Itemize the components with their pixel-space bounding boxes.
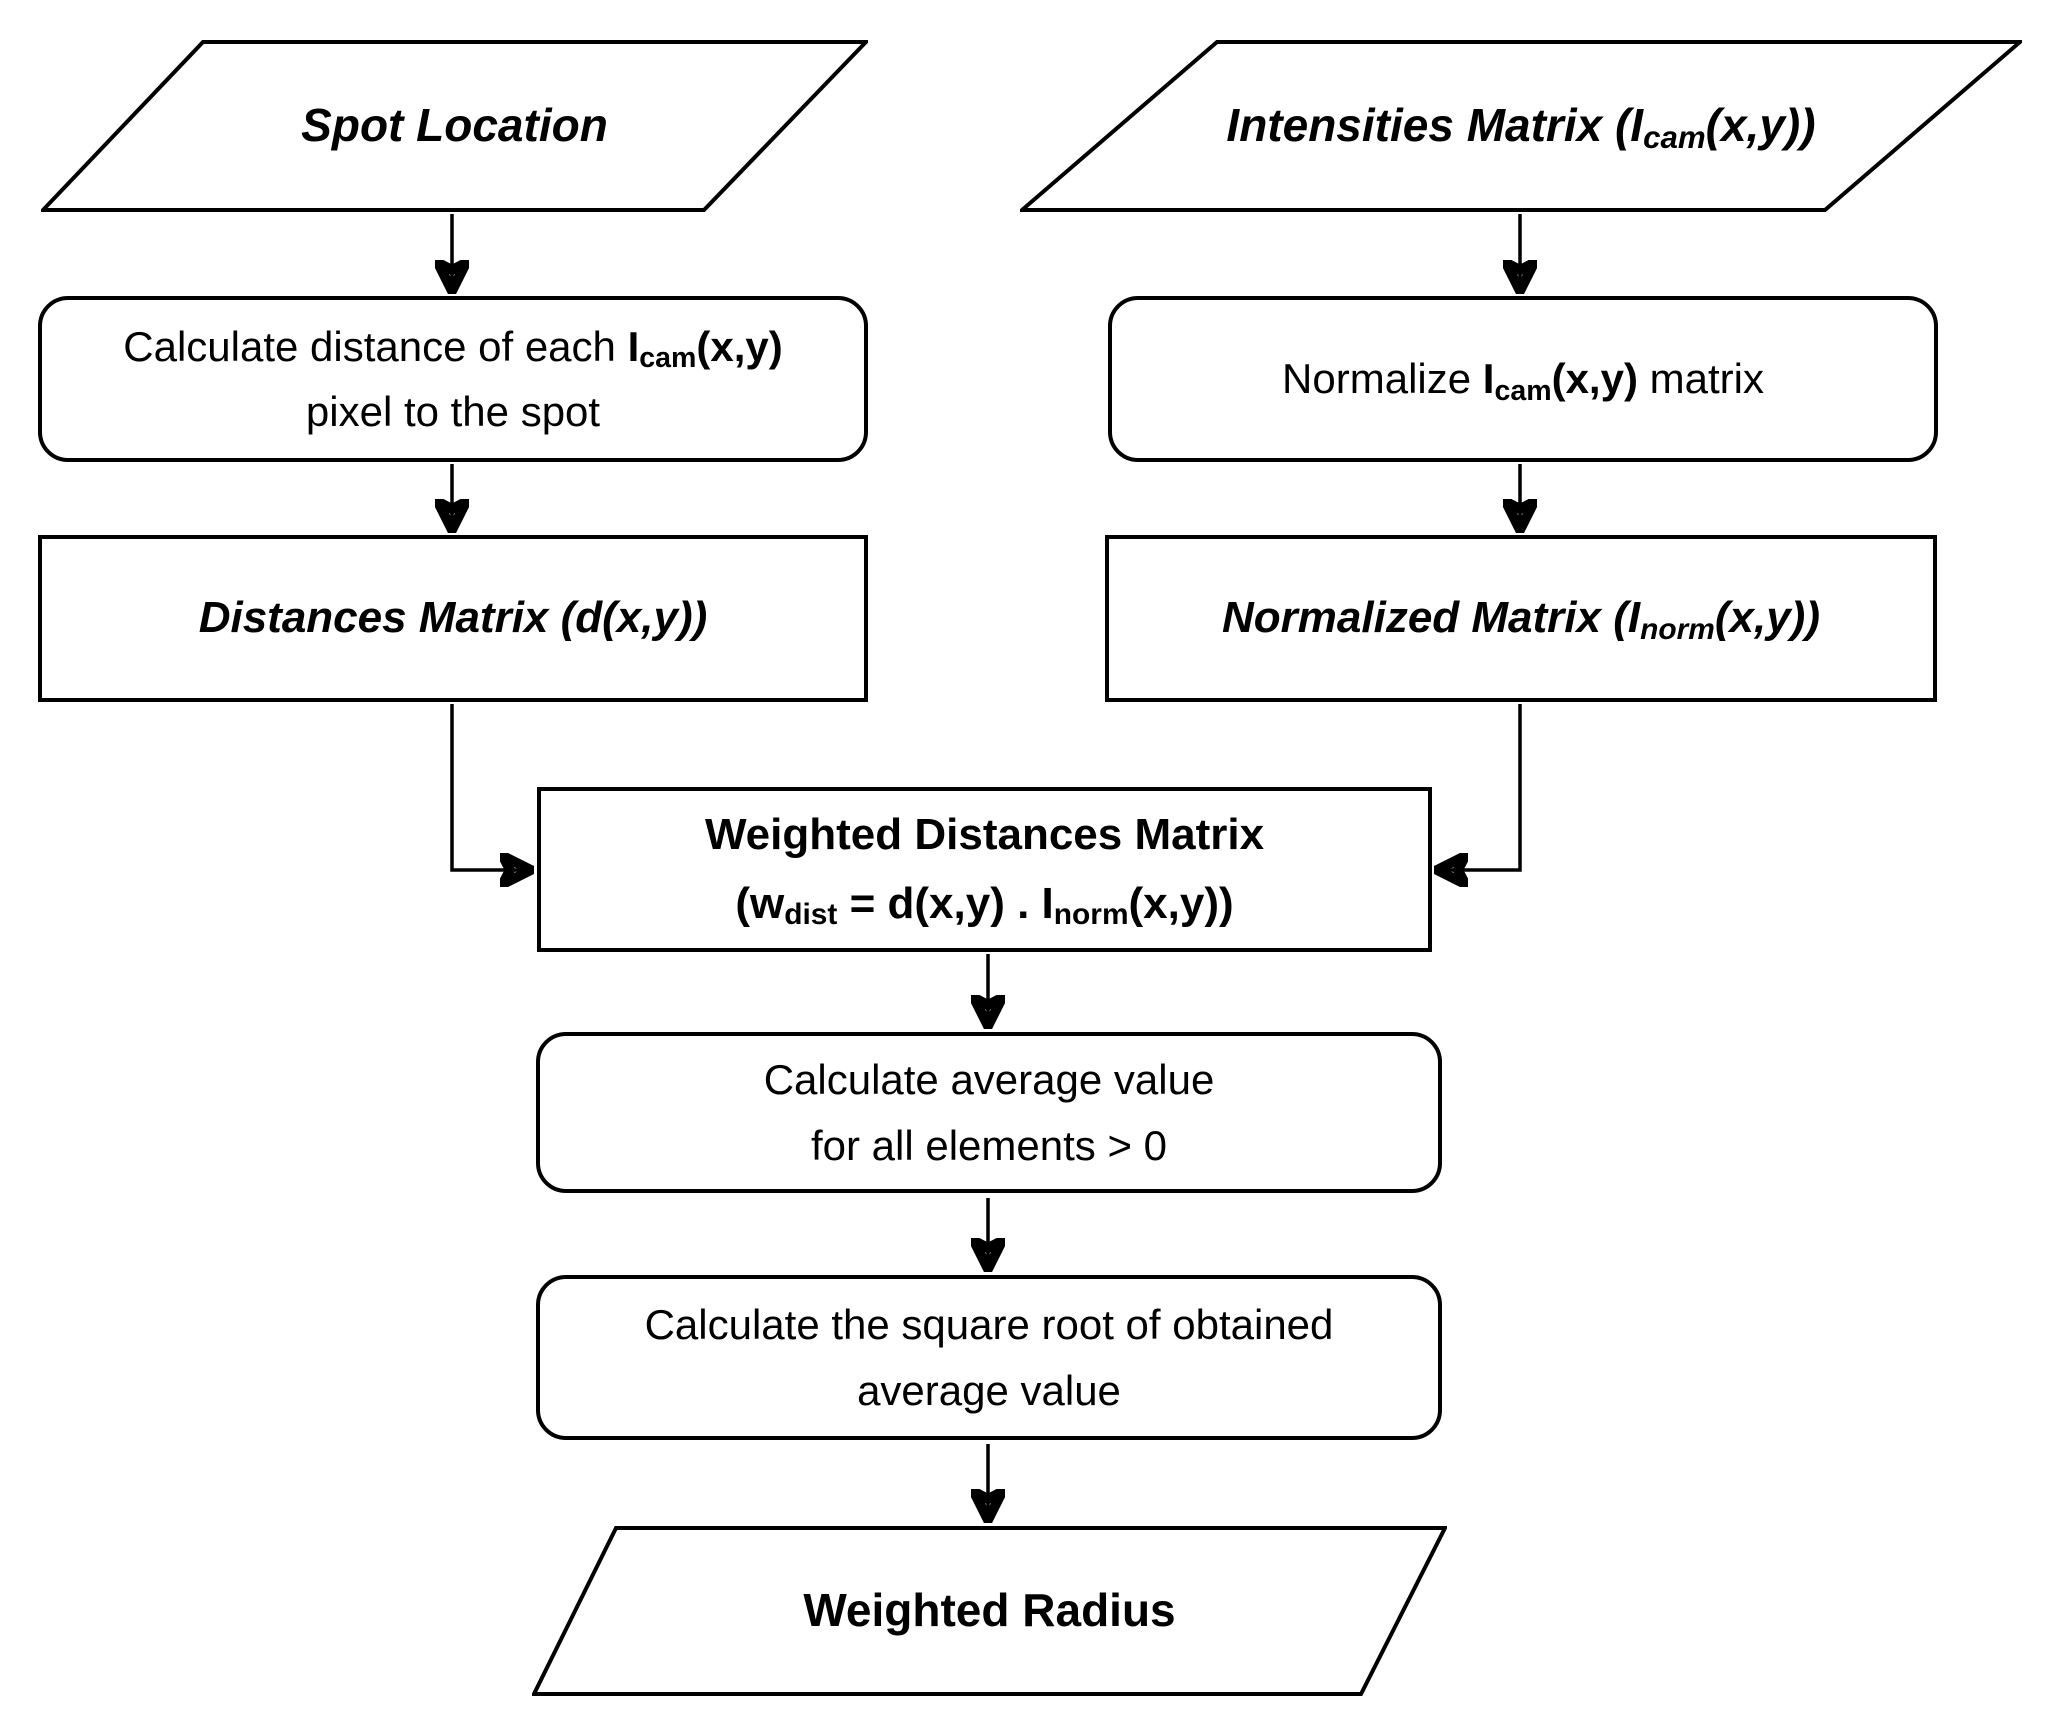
- node-weighted-radius: Weighted Radius: [532, 1526, 1447, 1696]
- node-label: Intensities Matrix (Icam(x,y)): [1226, 99, 1816, 156]
- node-calc-sqrt: Calculate the square root of obtained av…: [536, 1275, 1442, 1440]
- node-label: Calculate average value for all elements…: [763, 1056, 1215, 1169]
- parallelogram-shape: [41, 40, 868, 212]
- node-spot-location: Spot Location: [41, 40, 868, 212]
- node-label: Distances Matrix (d(x,y)): [198, 593, 708, 643]
- node-label: Spot Location: [301, 99, 608, 152]
- edge-normalized-matrix-to-weighted-distances-matrix: [1437, 704, 1522, 870]
- node-label: Calculate the square root of obtained av…: [644, 1301, 1334, 1414]
- node-label: Weighted Distances Matrix (wdist = d(x,y…: [704, 810, 1265, 932]
- node-label: Normalized Matrix (Inorm(x,y)): [1222, 593, 1820, 646]
- node-calc-average: Calculate average value for all elements…: [536, 1032, 1442, 1193]
- node-distances-matrix: Distances Matrix (d(x,y)): [38, 535, 868, 702]
- node-weighted-distances-matrix: Weighted Distances Matrix (wdist = d(x,y…: [537, 787, 1432, 952]
- node-normalize-matrix: Normalize Icam(x,y) matrix: [1108, 296, 1938, 462]
- parallelogram-shape: [532, 1526, 1447, 1696]
- node-intensities-matrix: Intensities Matrix (Icam(x,y)): [1020, 40, 2022, 212]
- node-label: Normalize Icam(x,y) matrix: [1282, 355, 1764, 407]
- node-calc-distance: Calculate distance of each Icam(x,y) pix…: [38, 296, 868, 462]
- edge-distances-matrix-to-weighted-distances-matrix: [450, 704, 531, 870]
- node-normalized-matrix: Normalized Matrix (Inorm(x,y)): [1105, 535, 1937, 702]
- parallelogram-shape: [1020, 40, 2022, 212]
- node-label: Weighted Radius: [803, 1584, 1176, 1637]
- node-label: Calculate distance of each Icam(x,y) pix…: [123, 322, 783, 435]
